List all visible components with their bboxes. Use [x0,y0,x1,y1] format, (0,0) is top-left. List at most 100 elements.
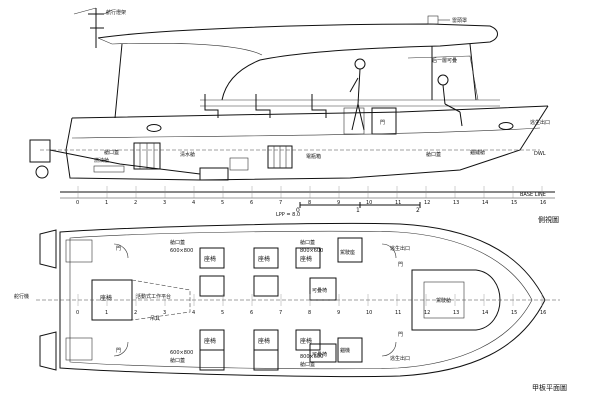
plan-station-number: 5 [221,310,224,316]
plan-station-number: 1 [105,310,108,316]
scale-0: 0 [296,207,300,214]
profile-station-number: 9 [337,200,340,206]
plan-station-number: 0 [76,310,79,316]
label-baseline: BASE LINE [520,192,546,198]
label-door-bl: 門 [116,348,121,354]
label-hatch-t2: 艙口蓋 [300,239,315,246]
profile-station-number: 11 [395,200,401,206]
plan-station-number: 16 [540,310,546,316]
label-hatch-left: 艙口蓋 [104,149,119,156]
label-fuel-tank: 燃油艙 [94,157,109,164]
sheer-line [71,105,549,119]
label-hatch-b2-size: 800×600 [300,354,323,360]
label-hatch-t2-size: 800×600 [300,248,323,254]
plan-station-number: 2 [134,310,137,316]
hull-outline [65,105,549,181]
label-foldable-t: 可疊椅 [312,287,327,294]
label-escape-top: 逃生出口 [390,245,410,252]
label-seat-1: 座椅 [204,255,216,263]
porthole-icon [498,122,514,130]
plan-seats [199,247,337,371]
plan-station-number: 9 [337,310,340,316]
profile-station-number: 1 [105,200,108,206]
profile-station-number: 8 [308,200,311,206]
profile-station-number: 0 [76,200,79,206]
profile-station-number: 3 [163,200,166,206]
plan-station-number: 14 [482,310,488,316]
plan-station-number: 15 [511,310,517,316]
label-anchor-locker: 錨鏈艙 [470,149,485,156]
label-anchor-winch: 錨機 [340,347,350,354]
label-water-tank: 清水艙 [180,151,195,158]
profile-station-number: 4 [192,200,195,206]
label-sling: 吊具 [150,316,160,322]
label-seat-7: 座椅 [100,294,112,302]
label-seat-5: 座椅 [258,337,270,345]
crew-figure-icon [349,58,463,131]
door-arc [113,243,129,259]
label-battery-box: 電瓶箱 [306,153,321,160]
label-seat-2: 座椅 [258,255,270,263]
label-dwl: DWL [534,151,546,157]
porthole-icon [146,124,162,132]
label-escape-hatch-top: 逃生出口 [530,119,550,126]
label-door-tl: 門 [116,246,121,252]
plan-view-title: 甲板平面圖 [532,383,567,392]
profile-station-number: 13 [453,200,459,206]
profile-station-number: 10 [366,200,372,206]
plan-station-number: 8 [308,310,311,316]
plan-station-number: 13 [453,310,459,316]
label-stacked-seat: 后一層可疊 [432,57,457,64]
profile-station-number: 7 [279,200,282,206]
scale-2: 2 [416,207,420,214]
label-nav-light: 航行燈架 [106,9,126,16]
label-platform: 活動式工作平台 [136,293,171,300]
label-hatch-t1-size: 600×800 [170,248,193,254]
label-hatch-mid: 艙口蓋 [426,151,441,158]
label-lpp: LPP = 8.0 [276,212,300,218]
label-door-br: 門 [398,332,403,338]
label-driver-seat: 駕駛座 [340,249,355,256]
profile-station-number: 14 [482,200,488,206]
label-escape-bottom: 逃生出口 [390,355,410,362]
label-seat-3: 座椅 [300,255,312,263]
engine-propeller [29,139,229,181]
label-radar: 雷頭罩 [452,18,467,24]
plan-station-number: 3 [163,310,166,316]
radar-icon [427,15,439,25]
label-hatch-b1-size: 600×800 [170,350,193,356]
label-seat-4: 座椅 [204,337,216,345]
profile-station-number: 12 [424,200,430,206]
plan-station-number: 10 [366,310,372,316]
profile-station-number: 15 [511,200,517,206]
label-rudder: 舵行機 [14,293,29,300]
label-hatch-b2: 艙口蓋 [300,361,315,368]
profile-station-number: 5 [221,200,224,206]
label-hatch-t1: 艙口蓋 [170,239,185,246]
plan-station-number: 6 [250,310,253,316]
label-door-left: 門 [380,120,385,126]
profile-station-number: 16 [540,200,546,206]
profile-station-number: 6 [250,200,253,206]
label-hatch-b1: 艙口蓋 [170,357,185,364]
plan-station-number: 4 [192,310,195,316]
label-door-tr: 門 [398,262,403,268]
plan-hull-outline [59,222,546,378]
anchor-winch-box [337,237,363,263]
roof-canopy [97,23,498,101]
label-helm: 駕駛艙 [436,297,451,304]
plan-station-number: 11 [395,310,401,316]
stern-sponsons [39,229,191,371]
profile-view-title: 側視圖 [538,215,559,224]
profile-station-number: 2 [134,200,137,206]
plan-station-number: 12 [424,310,430,316]
plan-station-number: 7 [279,310,282,316]
label-foldable-b: 可疊椅 [312,351,327,358]
scale-1: 1 [356,207,360,214]
